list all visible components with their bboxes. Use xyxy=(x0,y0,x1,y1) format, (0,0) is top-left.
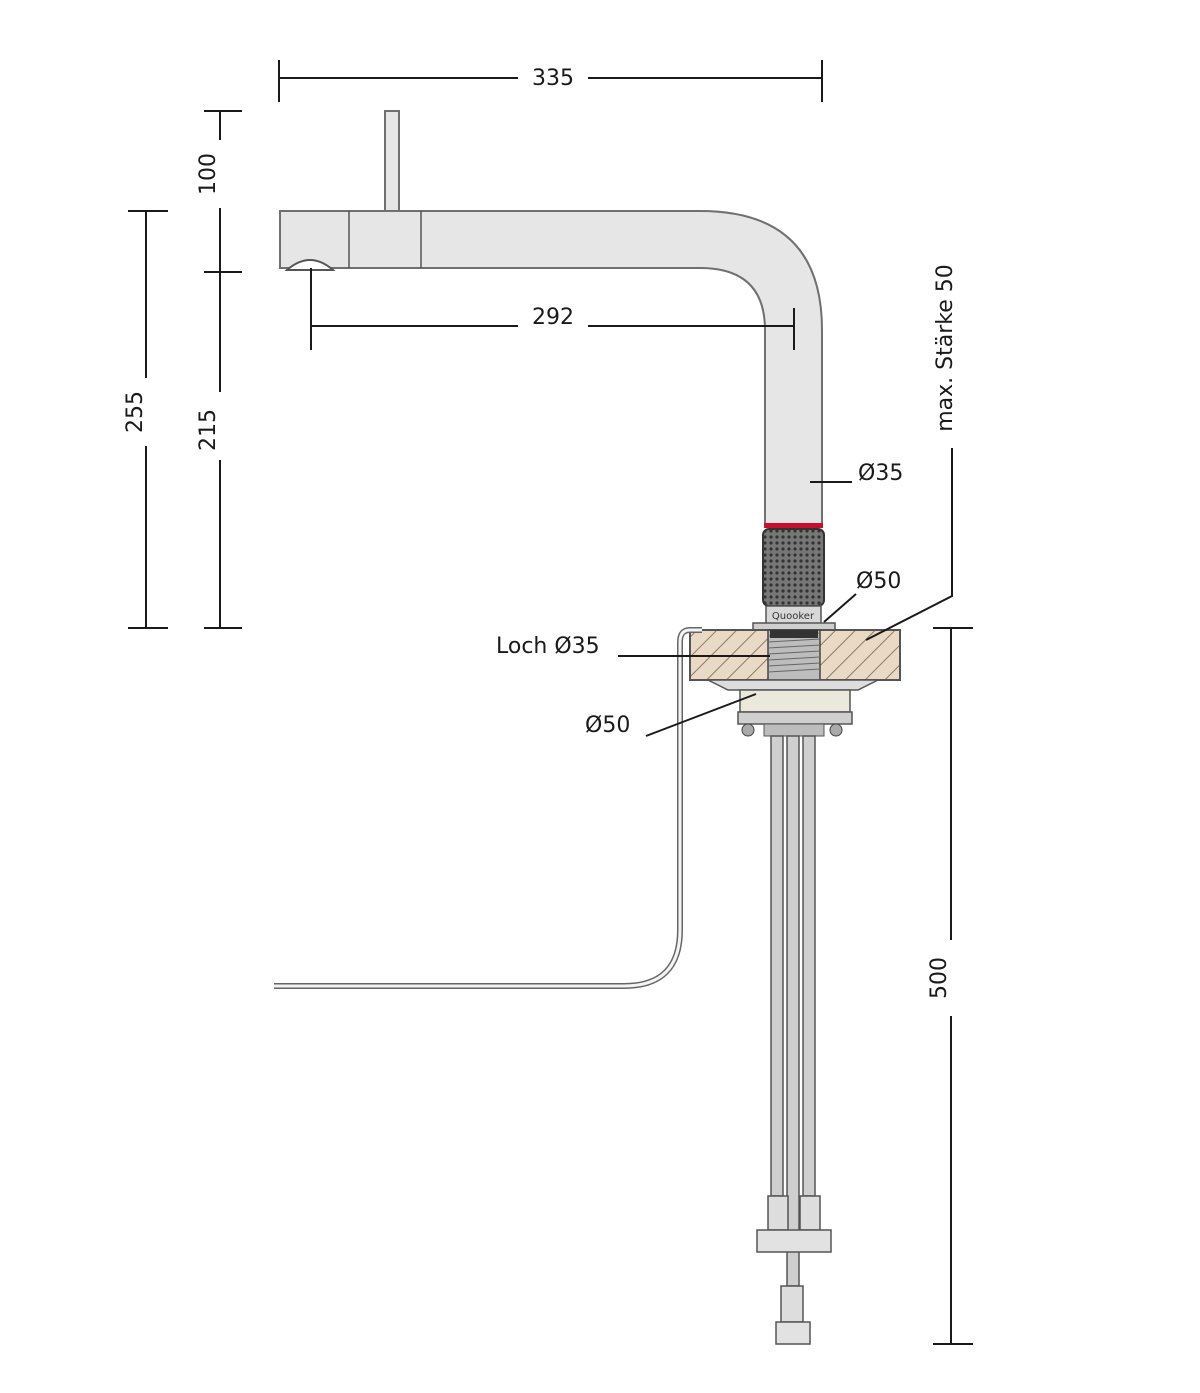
label-pipe-diameter: Ø35 xyxy=(810,461,903,486)
dim-label-215: 215 xyxy=(196,409,221,451)
nut-diameter-label: Ø50 xyxy=(856,569,901,594)
label-max-thickness: max. Stärke 50 xyxy=(865,264,958,641)
label-hole-diameter: Loch Ø35 xyxy=(496,634,770,659)
knurled-grip xyxy=(762,528,825,607)
dimension-292: 292 xyxy=(310,268,795,350)
pipe-diameter-label: Ø35 xyxy=(858,461,903,486)
dim-label-255: 255 xyxy=(123,391,148,433)
brand-mark: Quooker xyxy=(772,611,815,622)
lever-handle xyxy=(384,110,400,212)
spout-pipe xyxy=(279,210,823,527)
dim-label-335: 335 xyxy=(532,66,574,91)
dim-label-500: 500 xyxy=(927,957,952,999)
label-washer-diameter: Ø50 xyxy=(585,693,757,738)
aerator-outlet xyxy=(284,259,336,271)
label-nut-diameter: Ø50 xyxy=(823,569,901,623)
dimension-255: 255 xyxy=(123,210,168,629)
hole-diameter-label: Loch Ø35 xyxy=(496,634,600,659)
dim-label-100: 100 xyxy=(196,153,221,195)
cable xyxy=(274,627,702,989)
countertop xyxy=(689,629,901,737)
dimension-500: 500 xyxy=(927,627,973,1345)
accent-ring xyxy=(764,523,823,528)
dim-label-292: 292 xyxy=(532,305,574,330)
tap-body: Quooker xyxy=(279,110,836,631)
washer-diameter-label: Ø50 xyxy=(585,713,630,738)
dimension-100-215: 100 215 xyxy=(196,110,242,629)
supply-hoses xyxy=(274,627,832,1345)
mounting-washer xyxy=(739,689,851,713)
dimension-335: 335 xyxy=(278,60,823,102)
max-thickness-label: max. Stärke 50 xyxy=(933,264,958,432)
